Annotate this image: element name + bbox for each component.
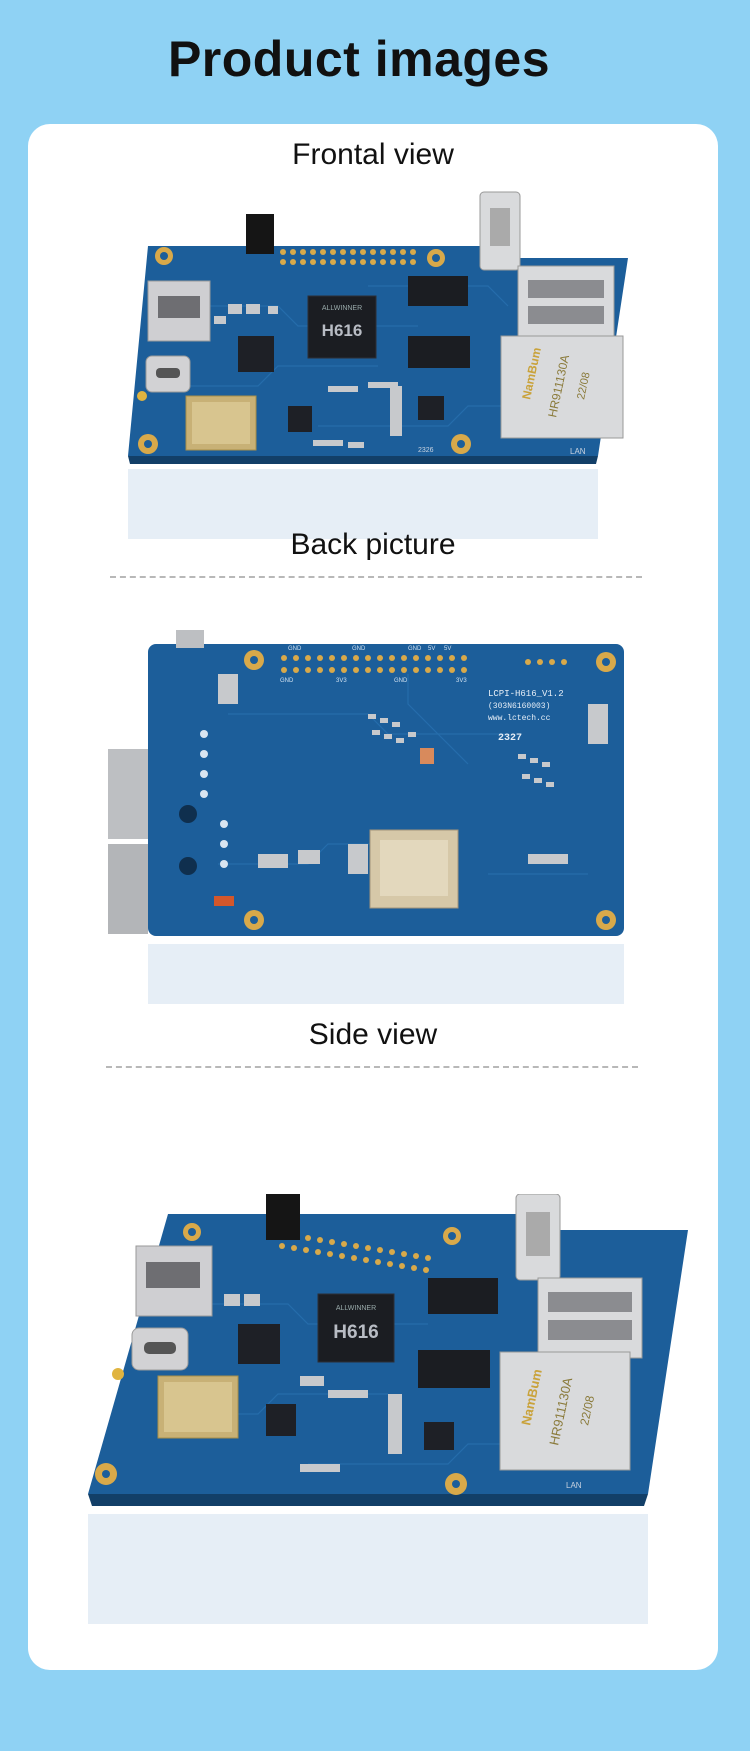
back-model-text: LCPI-H616_V1.2 [488, 689, 564, 699]
pin-label: 3V3 [456, 678, 467, 684]
front-board-image: ALLWINNER H616 NamBum [128, 191, 628, 464]
back-section-divider [110, 576, 642, 578]
side-lan-jack-date-text: 22/08 [577, 1394, 597, 1427]
section-title-back-picture: Back picture [290, 528, 456, 561]
lan-jack-date-text: 22/08 [575, 371, 592, 400]
lan-label: LAN [570, 447, 586, 456]
side-soc-model-text: H616 [333, 1322, 378, 1343]
front-rev-label: 2326 [418, 447, 434, 454]
section-title-side-view: Side view [308, 1018, 438, 1051]
back-board-image: GND GND GND 5V 5V GND 3V3 GND 3V3 LCPI-H… [108, 630, 624, 936]
back-site-text: www.lctech.cc [488, 714, 551, 723]
back-board-reflection [148, 944, 624, 1004]
pin-label: 3V3 [336, 678, 347, 684]
side-soc-chip: ALLWINNER H616 [317, 1293, 395, 1363]
soc-brand-text: ALLWINNER [322, 305, 362, 312]
lan-jack: NamBum HR911130A 22/08 [500, 335, 624, 439]
pin-label: GND [280, 678, 294, 684]
pin-label: GND [288, 646, 302, 652]
back-code-text: (303N6160003) [488, 702, 550, 711]
pin-label: GND [352, 646, 366, 652]
pin-label: GND [394, 678, 408, 684]
side-lan-jack: NamBum HR911130A 22/08 [499, 1351, 631, 1471]
front-board-reflection [128, 469, 598, 539]
side-board-reflection [88, 1514, 648, 1624]
side-soc-brand-text: ALLWINNER [336, 1305, 376, 1312]
pin-label: 5V [444, 646, 451, 652]
back-batch-text: 2327 [498, 733, 522, 744]
soc-model-text: H616 [322, 321, 363, 340]
page-title: Product images [167, 31, 551, 87]
soc-chip: ALLWINNER H616 [307, 295, 377, 359]
pin-label: 5V [428, 646, 435, 652]
side-lan-label: LAN [566, 1481, 582, 1490]
section-title-frontal-view: Frontal view [292, 138, 454, 171]
product-images-card: Frontal view ALLWINNER H6 [28, 124, 718, 1670]
pin-label: GND [408, 646, 422, 652]
side-section-divider [106, 1066, 638, 1068]
side-board-image: ALLWINNER H616 NamBum HR911130A 22/08 LA [88, 1194, 688, 1506]
